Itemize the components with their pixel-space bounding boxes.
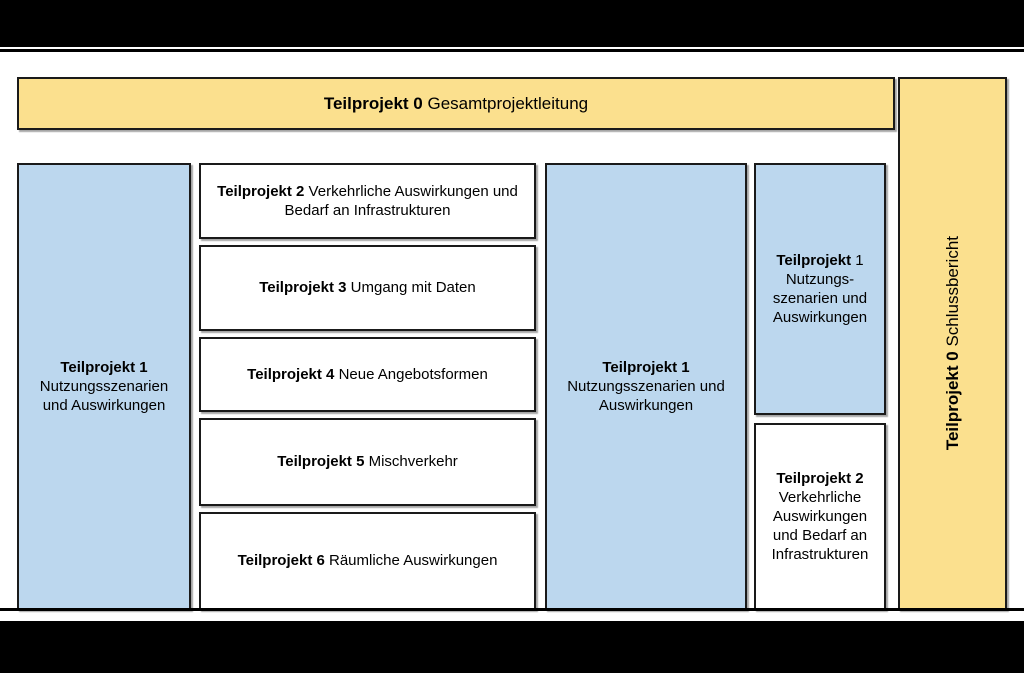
box-teilprojekt-5[interactable]: Teilprojekt 5 Mischverkehr (199, 418, 536, 506)
letterbox-top (0, 0, 1024, 47)
tp3-rest: Umgang mit Daten (346, 279, 476, 297)
box-teilprojekt-3[interactable]: Teilprojekt 3 Umgang mit Daten (199, 245, 536, 331)
tp2-rest: Verkehrliche Auswirkungen und Bedarf an … (284, 182, 518, 219)
box-teilprojekt-0-schlussbericht[interactable]: Teilprojekt 0 Schlussbericht (898, 77, 1007, 610)
box-teilprojekt-0-gesamtprojektleitung[interactable]: Teilprojekt 0 Gesamtprojektleitung (17, 77, 895, 130)
col1-rest: Nutzungsszenarien und Auswirkungen (39, 377, 169, 415)
col4-tp2-rest: Verkehrliche Auswirkungen und Bedarf an … (771, 488, 869, 564)
tp3-bold: Teilprojekt 3 (259, 279, 347, 297)
col1-bold: Teilprojekt 1 (60, 358, 148, 376)
tp5-rest: Mischverkehr (364, 453, 458, 471)
frame-rule-top (0, 49, 1024, 52)
tp0-lead-bold: Teilprojekt 0 (323, 93, 423, 113)
tp0-report-rest: Schlussbericht (942, 236, 962, 352)
box-col4-teilprojekt-2[interactable]: Teilprojekt 2 Verkehrliche Auswirkungen … (754, 423, 886, 610)
frame-rule-bottom (0, 608, 1024, 611)
col3-bold: Teilprojekt 1 (602, 358, 690, 376)
box-col1-teilprojekt-1[interactable]: Teilprojekt 1 Nutzungsszenarien und Ausw… (17, 163, 191, 610)
tp4-bold: Teilprojekt 4 (247, 365, 335, 383)
box-teilprojekt-4[interactable]: Teilprojekt 4 Neue Angebotsformen (199, 337, 536, 412)
col4-tp2-bold: Teilprojekt 2 (776, 469, 864, 487)
box-teilprojekt-2[interactable]: Teilprojekt 2 Verkehrliche Auswirkungen … (199, 163, 536, 239)
tp0-report-bold: Teilprojekt 0 (942, 351, 962, 451)
box-col3-teilprojekt-1[interactable]: Teilprojekt 1 Nutzungsszenarien und Ausw… (545, 163, 747, 610)
tp5-bold: Teilprojekt 5 (277, 453, 365, 471)
tp0-lead-rest: Gesamtprojektleitung (422, 93, 589, 113)
col4-tp1-rest: 1 Nutzungs-szenarien und Auswirkungen (772, 251, 868, 327)
tp4-rest: Neue Angebotsformen (334, 365, 488, 383)
letterbox-bottom (0, 621, 1024, 673)
box-col4-teilprojekt-1[interactable]: Teilprojekt 1 Nutzungs-szenarien und Aus… (754, 163, 886, 415)
col4-tp1-bold: Teilprojekt (776, 251, 852, 269)
box-teilprojekt-6[interactable]: Teilprojekt 6 Räumliche Auswirkungen (199, 512, 536, 610)
col3-rest: Nutzungsszenarien und Auswirkungen (567, 377, 725, 415)
tp6-rest: Räumliche Auswirkungen (324, 552, 498, 570)
tp6-bold: Teilprojekt 6 (237, 552, 325, 570)
tp2-bold: Teilprojekt 2 (217, 182, 305, 200)
